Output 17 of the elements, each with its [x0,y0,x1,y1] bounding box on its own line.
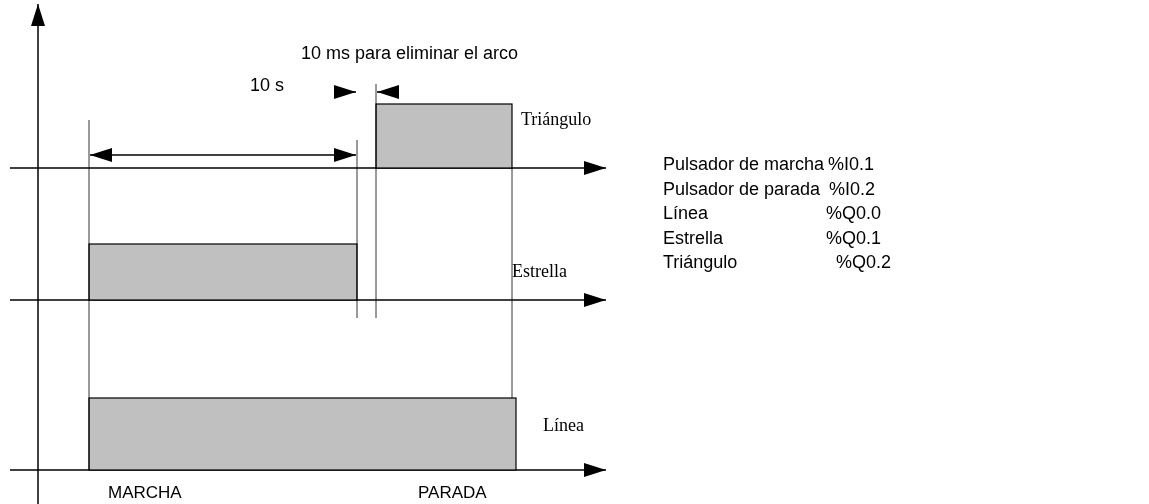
event-label: MARCHA [108,484,182,501]
io-address: %Q0.2 [836,253,892,271]
signal-name: Línea [543,416,584,434]
io-signal-name: Línea [663,204,709,222]
signal-name: Triángulo [521,110,592,128]
io-address: %I0.1 [828,155,875,173]
io-signal-name: Pulsador de parada [663,179,821,198]
event-label: PARADA [418,484,487,501]
io-address: %Q0.0 [826,204,882,222]
io-address: %Q0.1 [826,228,882,247]
duration-label: 10 s [250,76,285,94]
io-address: %I0.2 [829,179,876,198]
io-signal-name: Triángulo [663,253,738,271]
signal-name: Estrella [512,262,567,280]
duration-label: 10 ms para eliminar el arco [301,44,519,62]
io-signal-name: Estrella [663,228,724,247]
io-signal-name: Pulsador de marcha [663,155,825,173]
